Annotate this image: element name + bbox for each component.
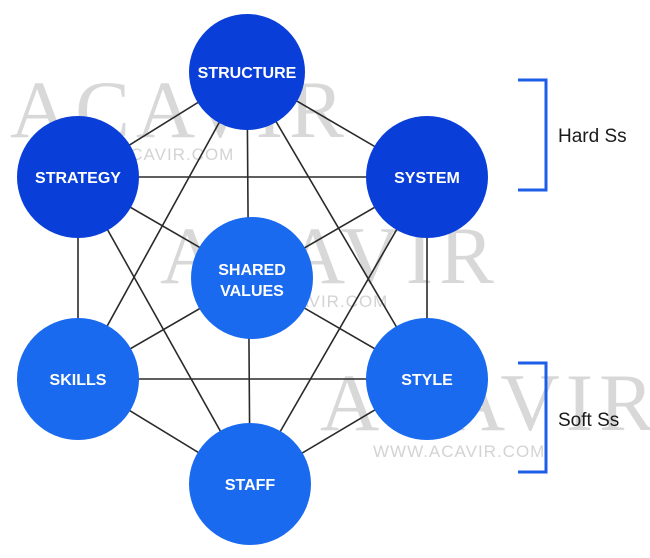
node-structure: STRUCTURE bbox=[189, 14, 305, 130]
node-shared-values-label-1: SHARED bbox=[218, 262, 286, 279]
node-structure-label: STRUCTURE bbox=[198, 65, 297, 82]
node-system: SYSTEM bbox=[366, 116, 488, 238]
hard-ss-bracket bbox=[518, 78, 548, 192]
node-style: STYLE bbox=[366, 318, 488, 440]
node-staff: STAFF bbox=[189, 423, 311, 545]
node-staff-circle bbox=[189, 423, 311, 545]
node-skills-label: SKILLS bbox=[50, 372, 107, 389]
node-style-label: STYLE bbox=[401, 372, 453, 389]
node-shared-values-circle bbox=[191, 217, 313, 339]
node-strategy-circle bbox=[17, 116, 139, 238]
node-system-circle bbox=[366, 116, 488, 238]
node-shared-values-label-2: VALUES bbox=[220, 283, 284, 300]
node-staff-label: STAFF bbox=[225, 477, 276, 494]
node-style-circle bbox=[366, 318, 488, 440]
node-skills: SKILLS bbox=[17, 318, 139, 440]
node-shared-values: SHARED VALUES bbox=[191, 217, 313, 339]
node-structure-circle bbox=[189, 14, 305, 130]
soft-ss-bracket bbox=[518, 361, 548, 474]
node-strategy: STRATEGY bbox=[17, 116, 139, 238]
node-skills-circle bbox=[17, 318, 139, 440]
watermark-url-3: WWW.ACAVIR.COM bbox=[373, 442, 545, 461]
soft-ss-label: Soft Ss bbox=[558, 410, 619, 431]
node-strategy-label: STRATEGY bbox=[35, 170, 121, 187]
node-system-label: SYSTEM bbox=[394, 170, 460, 187]
hard-ss-label: Hard Ss bbox=[558, 126, 627, 147]
